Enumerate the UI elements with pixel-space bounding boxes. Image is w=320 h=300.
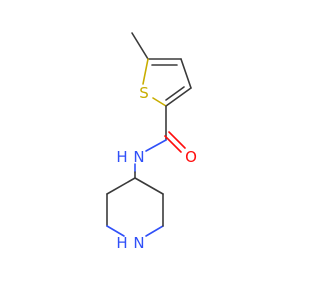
bond-methyl-c5 — [131, 32, 149, 60]
ring-nitrogen-label: N — [133, 234, 144, 252]
bond-s-c5 — [142, 58, 149, 85]
molecule-diagram: S O N H N H — [106, 32, 197, 252]
bond-c2-s — [152, 97, 167, 107]
bond-carbonyl-o-b — [168, 131, 186, 149]
sulfur-atom-label: S — [139, 84, 149, 102]
bond-carbonyl-o-a — [164, 135, 182, 153]
ring-hydrogen-label: H — [116, 234, 127, 252]
bond-pip-c5-c4 — [134, 177, 164, 195]
bond-c3-c2-double — [165, 87, 192, 107]
amide-nitrogen-label: N — [133, 148, 144, 166]
bond-pip-c2-n — [106, 225, 125, 237]
bond-pip-c4-c3 — [106, 177, 136, 195]
bond-carbonyl-n — [145, 139, 167, 152]
bond-c3-c2-inner — [165, 86, 185, 101]
structure-canvas: S O N H N H — [106, 32, 197, 252]
bond-pip-n-c6 — [145, 225, 164, 237]
oxygen-atom-label: O — [185, 148, 197, 166]
amide-hydrogen-label: H — [116, 148, 127, 166]
bond-c4-c3 — [180, 58, 192, 89]
